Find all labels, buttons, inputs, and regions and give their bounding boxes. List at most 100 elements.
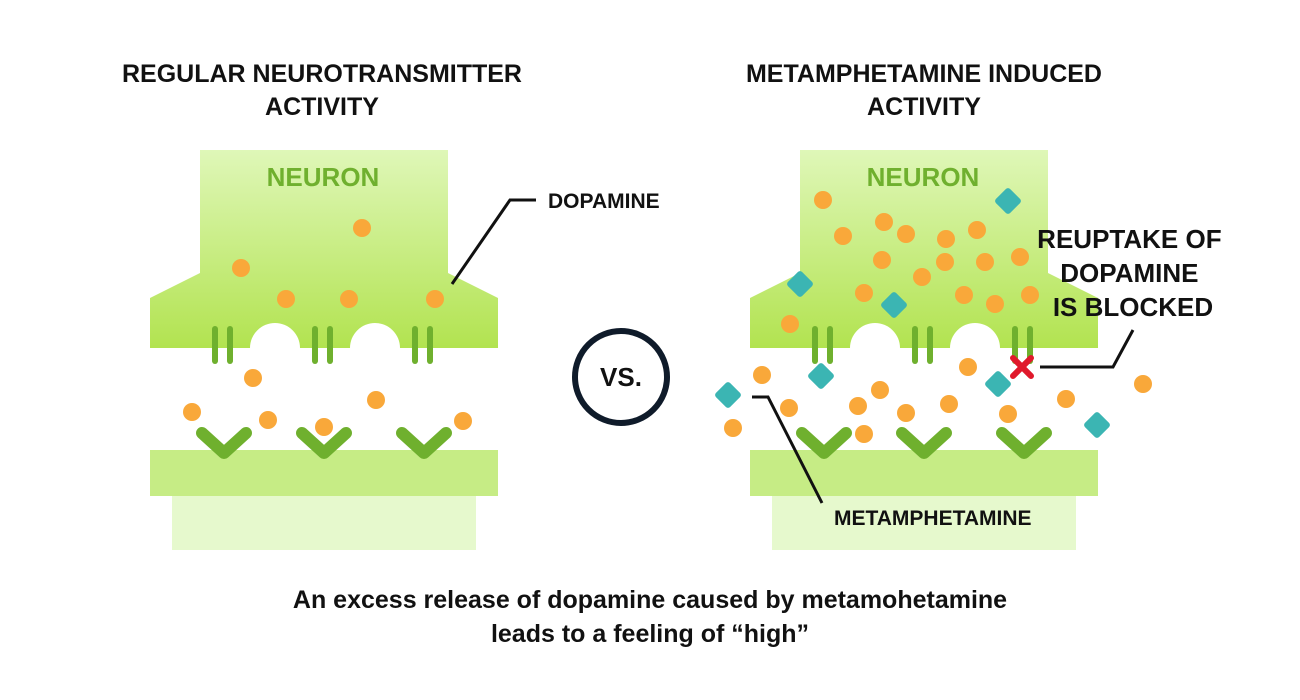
transporter — [1027, 326, 1033, 364]
dopamine-molecule — [1134, 375, 1152, 393]
dopamine-molecule — [968, 221, 986, 239]
dopamine-molecule — [183, 403, 201, 421]
receptor — [196, 427, 252, 459]
transporter — [827, 326, 833, 364]
transporter — [927, 326, 933, 364]
transporter — [312, 326, 318, 364]
panel-meth: NEURON — [715, 150, 1229, 550]
reuptake-leader-line — [1040, 329, 1135, 369]
dopamine-molecule — [353, 219, 371, 237]
dopamine-molecule — [937, 230, 955, 248]
transporter — [912, 326, 918, 364]
dopamine-molecule — [780, 399, 798, 417]
dopamine-molecule — [855, 284, 873, 302]
transporters-left — [212, 326, 433, 364]
dopamine-molecule — [849, 397, 867, 415]
receptor — [996, 427, 1052, 459]
receptor — [796, 427, 852, 459]
dopamine-molecule — [1011, 248, 1029, 266]
transporters-right — [812, 326, 1033, 364]
dopamine-molecules-right — [724, 191, 1152, 443]
vs-circle — [572, 328, 670, 426]
title-meth-activity: METAMPHETAMINE INDUCED ACTIVITY — [624, 58, 1224, 124]
neuron-label-right: NEURON — [867, 162, 980, 192]
title-meth-line-2: ACTIVITY — [867, 93, 981, 121]
dopamine-molecules-left — [183, 219, 472, 436]
transporter — [227, 326, 233, 364]
dopamine-molecule — [232, 259, 250, 277]
caption: An excess release of dopamine caused by … — [0, 583, 1300, 651]
title-meth-line-1: METAMPHETAMINE INDUCED — [745, 60, 1102, 88]
dopamine-molecule — [940, 395, 958, 413]
receptors-right — [796, 427, 1052, 459]
postsynaptic-neuron-left-base — [172, 496, 476, 550]
transporter — [327, 326, 333, 364]
receptors-left — [196, 427, 452, 459]
dopamine-molecule — [1021, 286, 1039, 304]
title-regular-activity: REGULAR NEUROTRANSMITTER ACTIVITY — [22, 58, 622, 124]
metamphetamine-molecule — [808, 363, 834, 389]
dopamine-molecule — [936, 253, 954, 271]
transporter — [812, 326, 818, 364]
metamphetamine-molecules — [715, 188, 1110, 438]
vs-label: VS. — [600, 362, 642, 392]
vs-badge: VS. — [572, 328, 670, 426]
metamphetamine-molecule — [715, 382, 741, 408]
dopamine-molecule — [897, 225, 915, 243]
metamphetamine-leader-line — [752, 395, 824, 504]
caption-line-1: An excess release of dopamine caused by … — [292, 586, 1008, 614]
dopamine-molecule — [340, 290, 358, 308]
dopamine-molecule — [897, 404, 915, 422]
dopamine-molecule — [976, 253, 994, 271]
dopamine-molecule — [426, 290, 444, 308]
neuron-label-left: NEURON — [267, 162, 380, 192]
caption-line-2: leads to a feeling of “high” — [490, 620, 810, 648]
dopamine-molecule — [955, 286, 973, 304]
receptor — [396, 427, 452, 459]
transporter — [212, 326, 218, 364]
reuptake-line-2: DOPAMINE — [1060, 258, 1198, 288]
dopamine-molecule — [454, 412, 472, 430]
dopamine-molecule — [959, 358, 977, 376]
receptor — [296, 427, 352, 459]
dopamine-molecule — [986, 295, 1004, 313]
dopamine-molecule — [1057, 390, 1075, 408]
dopamine-molecule — [834, 227, 852, 245]
metamphetamine-molecule — [787, 271, 813, 297]
metamphetamine-label: METAMPHETAMINE — [834, 507, 1032, 530]
dopamine-molecule — [277, 290, 295, 308]
title-regular-line-1: REGULAR NEUROTRANSMITTER — [122, 60, 522, 88]
title-regular-line-2: ACTIVITY — [265, 93, 379, 121]
dopamine-molecule — [814, 191, 832, 209]
dopamine-molecule — [875, 213, 893, 231]
dopamine-molecule — [244, 369, 262, 387]
transporter — [412, 326, 418, 364]
postsynaptic-neuron-right-base — [772, 496, 1076, 550]
dopamine-molecule — [315, 418, 333, 436]
dopamine-leader-line — [450, 198, 536, 285]
dopamine-molecule — [781, 315, 799, 333]
dopamine-molecule — [999, 405, 1017, 423]
dopamine-molecule — [871, 381, 889, 399]
dopamine-molecule — [753, 366, 771, 384]
transporter — [1012, 326, 1018, 364]
reuptake-label: REUPTAKE OF DOPAMINE IS BLOCKED — [1037, 224, 1229, 322]
dopamine-molecule — [259, 411, 277, 429]
dopamine-label: DOPAMINE — [548, 190, 660, 213]
dopamine-molecule — [873, 251, 891, 269]
dopamine-molecule — [913, 268, 931, 286]
reuptake-line-3: IS BLOCKED — [1053, 292, 1213, 322]
transporter — [427, 326, 433, 364]
dopamine-molecule — [367, 391, 385, 409]
metamphetamine-molecule — [995, 188, 1021, 214]
metamphetamine-molecule — [985, 371, 1011, 397]
receptor — [896, 427, 952, 459]
presynaptic-neuron-left — [150, 150, 498, 348]
dopamine-molecule — [855, 425, 873, 443]
metamphetamine-molecule — [1084, 412, 1110, 438]
dopamine-molecule — [724, 419, 742, 437]
panel-regular: NEURON — [150, 150, 660, 550]
metamphetamine-molecule — [881, 292, 907, 318]
cross-icon — [1010, 355, 1034, 379]
